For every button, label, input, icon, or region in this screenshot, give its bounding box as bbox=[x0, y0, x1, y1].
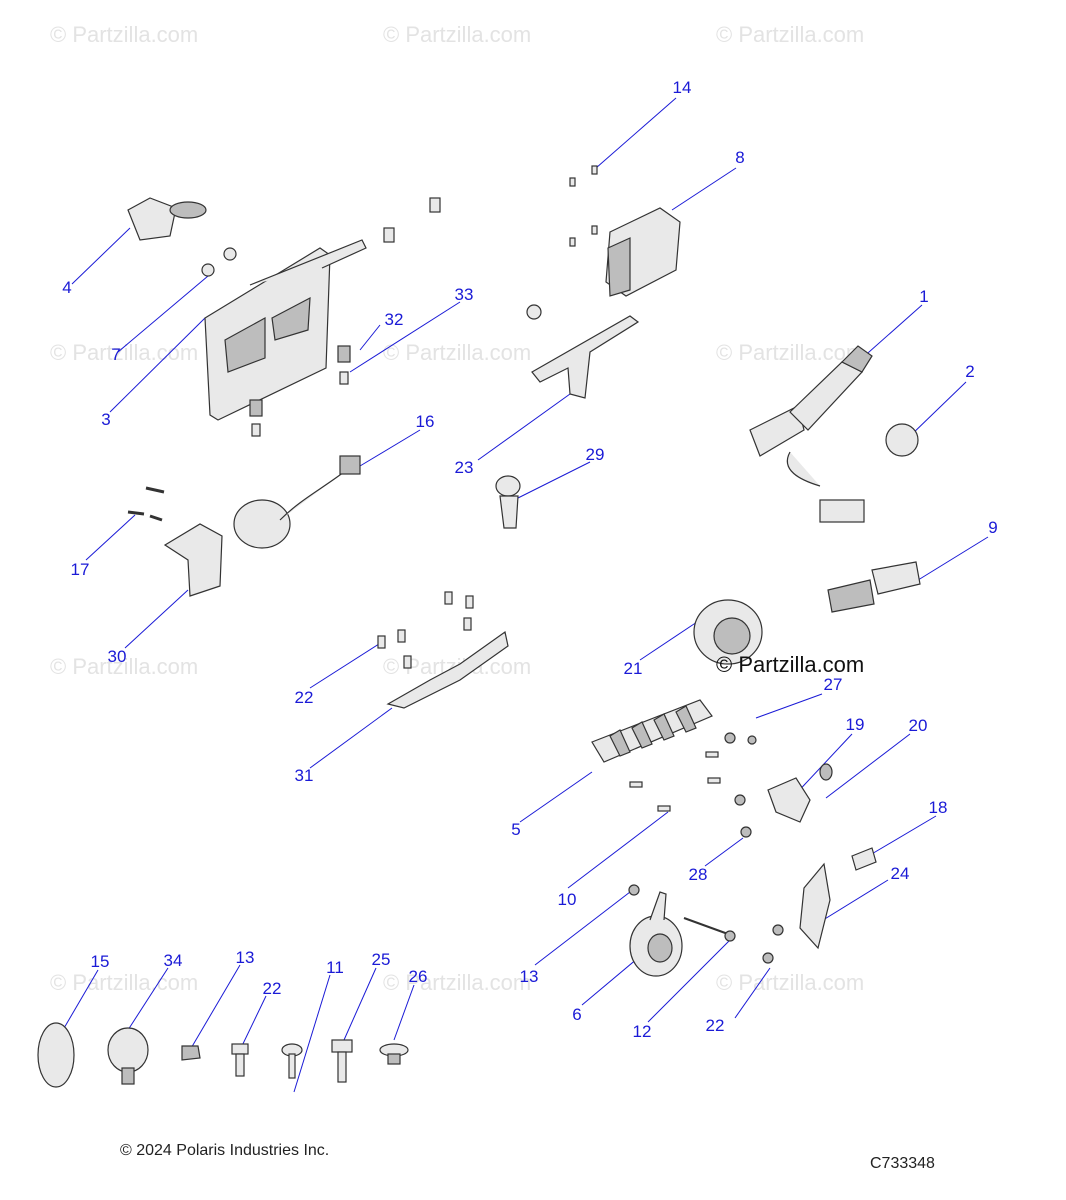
callout-number: 8 bbox=[735, 148, 745, 167]
part-lever-1 bbox=[749, 345, 873, 523]
callout-number: 7 bbox=[111, 345, 121, 364]
callout-number: 2 bbox=[965, 362, 975, 381]
callout-number: 13 bbox=[235, 948, 255, 967]
part-horn-6 bbox=[628, 884, 736, 977]
callout-number: 9 bbox=[988, 518, 998, 537]
callout-number: 4 bbox=[62, 278, 72, 297]
callout-number: 1 bbox=[919, 287, 929, 306]
callout-number: 32 bbox=[384, 310, 404, 329]
callout-number: 23 bbox=[454, 458, 474, 477]
watermark: © Partzilla.com bbox=[50, 970, 199, 995]
callout-number: 19 bbox=[845, 715, 865, 734]
callout-number: 24 bbox=[890, 864, 910, 883]
callout-number: 28 bbox=[688, 865, 708, 884]
part-speaker-21 bbox=[693, 599, 763, 665]
copyright-text: © 2024 Polaris Industries Inc. bbox=[120, 1142, 330, 1159]
part-module-8 bbox=[569, 165, 681, 297]
brand-stamp: © Partzilla.com bbox=[716, 652, 865, 677]
part-fasteners-32-33 bbox=[249, 345, 351, 437]
part-fasteners-10-27-28 bbox=[629, 732, 757, 838]
watermark: © Partzilla.com bbox=[383, 22, 532, 47]
callout-number: 26 bbox=[408, 967, 428, 986]
callout-number: 27 bbox=[823, 675, 843, 694]
part-bracket-31 bbox=[377, 591, 509, 709]
part-bracket-30 bbox=[127, 486, 223, 597]
callout-number: 20 bbox=[908, 716, 928, 735]
callout-number: 10 bbox=[557, 890, 577, 909]
callout-number: 11 bbox=[326, 958, 344, 977]
callout-number: 17 bbox=[70, 560, 90, 579]
callout-number: 22 bbox=[705, 1016, 725, 1035]
callout-number: 30 bbox=[107, 647, 127, 666]
part-knob-2 bbox=[885, 423, 919, 457]
part-cap-29 bbox=[495, 475, 521, 529]
part-switch-4 bbox=[127, 197, 237, 277]
watermark: © Partzilla.com bbox=[50, 654, 199, 679]
part-bracket-24 bbox=[762, 847, 877, 964]
watermark: © Partzilla.com bbox=[383, 970, 532, 995]
callout-number: 6 bbox=[572, 1005, 582, 1024]
watermark: © Partzilla.com bbox=[50, 340, 199, 365]
callout-number: 29 bbox=[585, 445, 605, 464]
watermark: © Partzilla.com bbox=[716, 340, 865, 365]
callout-number: 3 bbox=[101, 410, 111, 429]
callout-number: 12 bbox=[632, 1022, 652, 1041]
callout-number: 18 bbox=[928, 798, 948, 817]
callout-number: 33 bbox=[454, 285, 474, 304]
callout-number: 22 bbox=[262, 979, 282, 998]
callout-number: 16 bbox=[415, 412, 435, 431]
part-fasteners-bottom-row bbox=[37, 1022, 409, 1088]
callout-number: 13 bbox=[519, 967, 539, 986]
callout-number: 14 bbox=[672, 78, 692, 97]
diagram-code: C733348 bbox=[870, 1155, 935, 1172]
watermark: © Partzilla.com bbox=[383, 340, 532, 365]
watermark: © Partzilla.com bbox=[50, 22, 199, 47]
callout-number: 31 bbox=[294, 766, 314, 785]
watermark: © Partzilla.com bbox=[716, 22, 865, 47]
part-switch-19-20 bbox=[767, 763, 833, 823]
part-switch-rail-5 bbox=[591, 699, 713, 763]
part-bracket-23 bbox=[526, 304, 640, 399]
callout-number: 22 bbox=[294, 688, 314, 707]
callout-number: 5 bbox=[511, 820, 521, 839]
watermark: © Partzilla.com bbox=[716, 970, 865, 995]
callout-number: 34 bbox=[163, 951, 183, 970]
callout-number: 15 bbox=[90, 952, 110, 971]
part-plate-3 bbox=[204, 197, 441, 421]
leader-lines bbox=[59, 97, 989, 1093]
part-connector-9 bbox=[827, 561, 921, 613]
part-beacon-16 bbox=[233, 455, 361, 549]
callout-number: 21 bbox=[623, 659, 643, 678]
callout-number: 25 bbox=[371, 950, 391, 969]
